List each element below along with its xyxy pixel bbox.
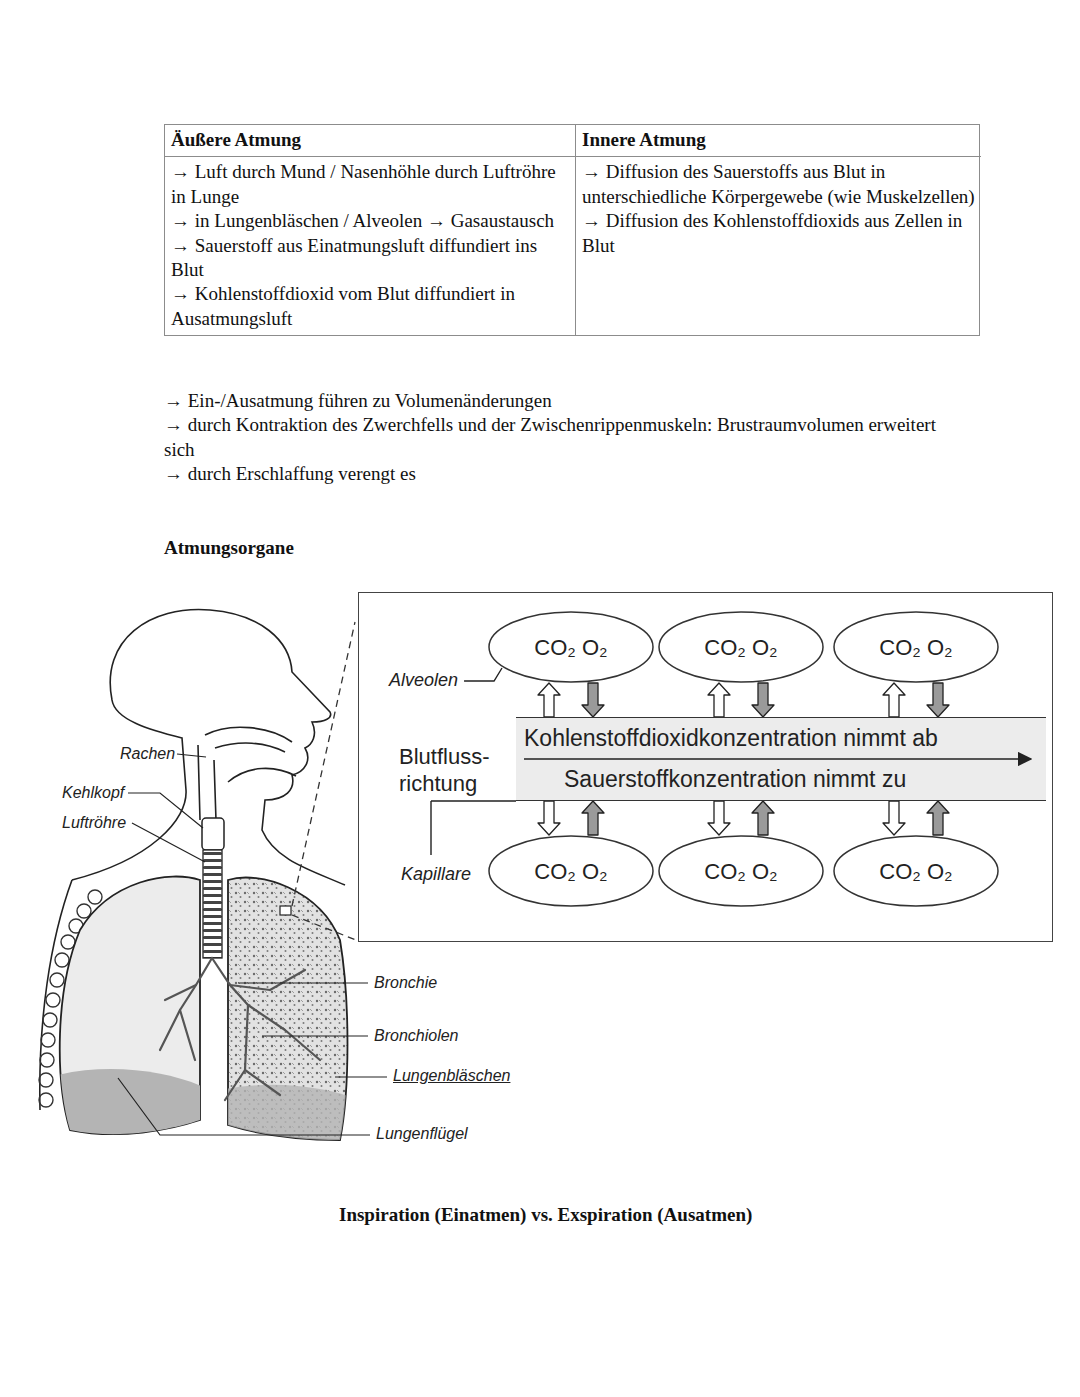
part-label: Lungenflügel [376, 1124, 468, 1144]
label-wrap: Inspiration (Einatmen) vs. Exspiration (… [339, 1203, 752, 1227]
label-wrap: Bronchie [374, 973, 437, 993]
diffusion-arrow [582, 801, 604, 835]
callout-label: Kapillare [401, 863, 471, 885]
part-label: Luftröhre [62, 813, 126, 833]
section-heading: Inspiration (Einatmen) vs. Exspiration (… [339, 1203, 752, 1227]
leader-line [128, 793, 203, 828]
leader-line [118, 1078, 370, 1135]
flow-arrow [524, 752, 1036, 766]
ellipse-shape [489, 836, 653, 906]
bronchial-tree [160, 958, 320, 1100]
table-cell-text: → Sauerstoff aus Einatmungsluft diffundi… [171, 234, 569, 283]
part-label: Kehlkopf [62, 783, 124, 803]
lung-shading [40, 1069, 210, 1150]
ellipse-node: CO₂ O₂ [488, 835, 654, 907]
note-text: → durch Kontraktion des Zwerchfells und … [164, 413, 954, 462]
table-cell-text: → in Lungenbläschen / Alveolen → Gasaust… [171, 209, 569, 233]
flow-arrow-line [524, 752, 1036, 766]
ellipse-shape [659, 612, 823, 682]
leader-line [177, 754, 206, 757]
larynx [202, 818, 224, 850]
part-label: Lungenbläschen [393, 1066, 510, 1086]
gas-label: CO₂ O₂ [704, 634, 777, 661]
diffusion-arrow [538, 801, 560, 835]
text-wrap: Blutfluss- richtung [399, 743, 511, 797]
zoom-lines [292, 622, 356, 940]
gas-label: CO₂ O₂ [534, 858, 607, 885]
table-header: Innere Atmung [582, 128, 975, 152]
table-header-cell: Innere Atmung [576, 125, 981, 157]
table-cell-text: → Diffusion des Kohlenstoffdioxids aus Z… [582, 209, 975, 258]
leader-line [238, 982, 368, 983]
gas-label: CO₂ O₂ [704, 858, 777, 885]
table-cell-text: → Luft durch Mund / Nasenhöhle durch Luf… [171, 160, 569, 209]
band-text: Kohlenstoffdioxidkonzentration nimmt ab [524, 725, 1036, 752]
note-text: → Ein-/Ausatmung führen zu Volumenänderu… [164, 389, 954, 413]
leader-line [132, 823, 205, 862]
table-cell: → Diffusion des Sauerstoffs aus Blut in … [576, 157, 981, 335]
gas-label: CO₂ O₂ [879, 858, 952, 885]
callout-label: Alveolen [389, 669, 458, 691]
diffusion-arrow [752, 683, 774, 717]
blood-flow-band: Kohlenstoffdioxidkonzentration nimmt ab S… [516, 717, 1046, 801]
leader-line [335, 1076, 387, 1077]
ellipse-node: CO₂ O₂ [658, 611, 824, 683]
label-wrap: Lungenbläschen [393, 1066, 510, 1086]
part-label: Rachen [120, 744, 175, 764]
leader-line [464, 668, 502, 681]
tongue [228, 768, 296, 782]
label-wrap: Rachen [120, 744, 175, 764]
table: Äußere Atmung Innere Atmung → Luft durch M… [164, 124, 980, 336]
ellipse-node: CO₂ O₂ [488, 611, 654, 683]
table-cell-text: → Diffusion des Sauerstoffs aus Blut in … [582, 160, 975, 209]
ellipse-shape [659, 836, 823, 906]
leader-line [431, 801, 516, 855]
note-block: → Ein-/Ausatmung führen zu Volumenänderu… [164, 389, 954, 487]
face-profile [110, 610, 345, 885]
part-label: Bronchiolen [374, 1026, 459, 1046]
diffusion-arrow [582, 683, 604, 717]
ellipse-shape [834, 612, 998, 682]
table-cell-text: → Kohlenstoffdioxid vom Blut diffundiert… [171, 282, 569, 331]
detail-marker [280, 906, 291, 915]
diffusion-arrow [708, 801, 730, 835]
label-wrap: Luftröhre [62, 813, 126, 833]
trachea [203, 850, 222, 958]
label-wrap: Atmungsorgane [164, 536, 294, 560]
gas-label: CO₂ O₂ [879, 634, 952, 661]
table-header-cell: Äußere Atmung [165, 125, 576, 157]
band-text: Sauerstoffkonzentration nimmt zu [564, 766, 1036, 793]
label-wrap: Lungenflügel [376, 1124, 468, 1144]
lung-shading [220, 1085, 360, 1150]
text-wrap: Alveolen [389, 669, 458, 691]
zoom-frame: AlveolenBlutfluss- richtungKapillare CO₂ … [358, 592, 1053, 942]
part-label: Bronchie [374, 973, 437, 993]
diffusion-arrow [883, 801, 905, 835]
text-wrap: Kapillare [401, 863, 471, 885]
diffusion-arrow [538, 683, 560, 717]
ellipse-shape [489, 612, 653, 682]
ellipse-node: CO₂ O₂ [658, 835, 824, 907]
section-heading: Atmungsorgane [164, 536, 294, 560]
ellipse-node: CO₂ O₂ [833, 611, 999, 683]
nasal-cavity [205, 727, 292, 742]
flow-label: Blutfluss- richtung [399, 743, 511, 797]
table-cell: → Luft durch Mund / Nasenhöhle durch Luf… [165, 157, 576, 335]
leader-line [262, 1035, 368, 1036]
gas-label: CO₂ O₂ [534, 634, 607, 661]
diffusion-arrow [883, 683, 905, 717]
diffusion-arrow [927, 683, 949, 717]
diffusion-arrow [708, 683, 730, 717]
ellipse-shape [834, 836, 998, 906]
label-wrap: Kehlkopf [62, 783, 124, 803]
diffusion-arrow [927, 801, 949, 835]
note-text: → durch Erschlaffung verengt es [164, 462, 954, 486]
table-header: Äußere Atmung [171, 128, 569, 152]
palate [215, 743, 285, 752]
label-wrap: Bronchiolen [374, 1026, 459, 1046]
diffusion-arrow [752, 801, 774, 835]
leader-lines [118, 754, 387, 1135]
ellipse-node: CO₂ O₂ [833, 835, 999, 907]
